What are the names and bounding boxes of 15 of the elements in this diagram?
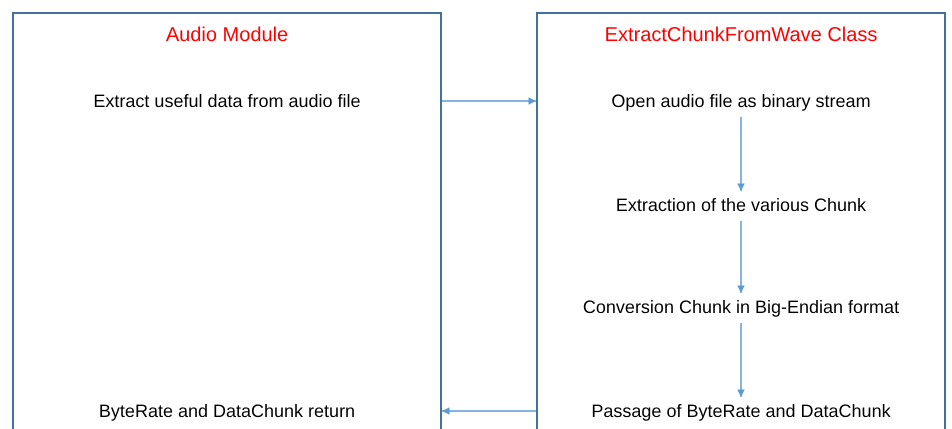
- arrow: [442, 97, 536, 105]
- arrow: [737, 117, 745, 191]
- panel-heading: Audio Module: [164, 23, 290, 48]
- panel-heading: ExtractChunkFromWave Class: [604, 23, 878, 48]
- step-text: Conversion Chunk in Big-Endian format: [538, 295, 944, 319]
- step-text: Open audio file as binary stream: [538, 89, 944, 113]
- panel: [12, 12, 442, 429]
- step-text: Extraction of the various Chunk: [538, 193, 944, 217]
- step-text: Extract useful data from audio file: [14, 89, 440, 113]
- arrow: [442, 407, 536, 415]
- step-text: ByteRate and DataChunk return: [14, 399, 440, 423]
- step-text: Passage of ByteRate and DataChunk: [538, 399, 944, 423]
- panel: [536, 12, 946, 429]
- arrow: [737, 221, 745, 293]
- arrow: [737, 323, 745, 397]
